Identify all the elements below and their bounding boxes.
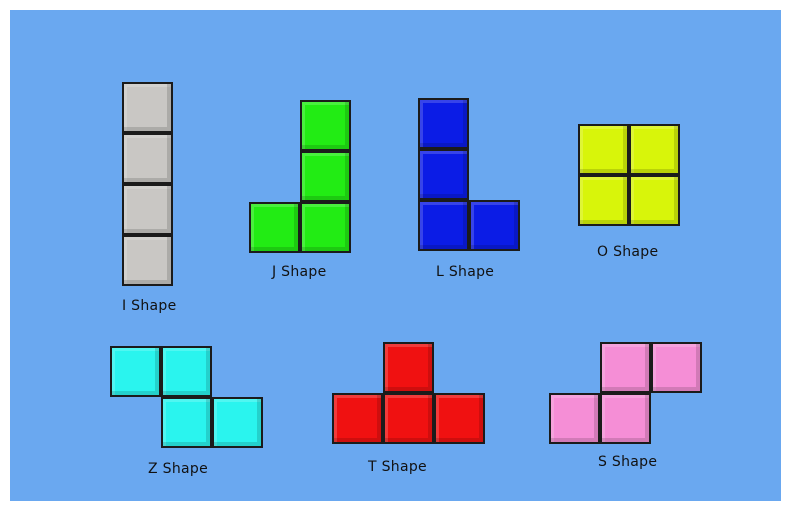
o-shape-block bbox=[629, 175, 680, 226]
o-shape-piece bbox=[578, 124, 680, 226]
z-shape-piece bbox=[110, 346, 263, 448]
z-shape-block bbox=[212, 397, 263, 448]
i-shape-label: I Shape bbox=[122, 298, 177, 314]
s-shape-block bbox=[651, 342, 702, 393]
j-shape-block bbox=[300, 151, 351, 202]
l-shape-block bbox=[469, 200, 520, 251]
l-shape-piece bbox=[418, 98, 520, 251]
z-shape-block bbox=[161, 397, 212, 448]
j-shape-label: J Shape bbox=[272, 264, 327, 280]
t-shape-piece bbox=[332, 342, 485, 444]
j-shape-piece bbox=[249, 100, 351, 253]
j-shape-block bbox=[300, 100, 351, 151]
l-shape-block bbox=[418, 149, 469, 200]
s-shape-label: S Shape bbox=[598, 454, 657, 470]
t-shape-block bbox=[383, 393, 434, 444]
t-shape-block bbox=[434, 393, 485, 444]
o-shape-block bbox=[578, 175, 629, 226]
s-shape-block bbox=[600, 393, 651, 444]
o-shape-block bbox=[629, 124, 680, 175]
blue-background: I Shape J Shape L Shape O Shape Z Shape … bbox=[10, 10, 781, 501]
i-shape-piece bbox=[122, 82, 173, 286]
l-shape-block bbox=[418, 200, 469, 251]
j-shape-block bbox=[300, 202, 351, 253]
i-shape-block bbox=[122, 235, 173, 286]
z-shape-block bbox=[110, 346, 161, 397]
j-shape-block bbox=[249, 202, 300, 253]
i-shape-block bbox=[122, 133, 173, 184]
t-shape-label: T Shape bbox=[368, 459, 427, 475]
s-shape-piece bbox=[549, 342, 702, 444]
z-shape-block bbox=[161, 346, 212, 397]
t-shape-block bbox=[332, 393, 383, 444]
i-shape-block bbox=[122, 184, 173, 235]
s-shape-block bbox=[600, 342, 651, 393]
i-shape-block bbox=[122, 82, 173, 133]
o-shape-block bbox=[578, 124, 629, 175]
s-shape-block bbox=[549, 393, 600, 444]
o-shape-label: O Shape bbox=[597, 244, 658, 260]
t-shape-block bbox=[383, 342, 434, 393]
z-shape-label: Z Shape bbox=[148, 461, 208, 477]
l-shape-block bbox=[418, 98, 469, 149]
l-shape-label: L Shape bbox=[436, 264, 494, 280]
